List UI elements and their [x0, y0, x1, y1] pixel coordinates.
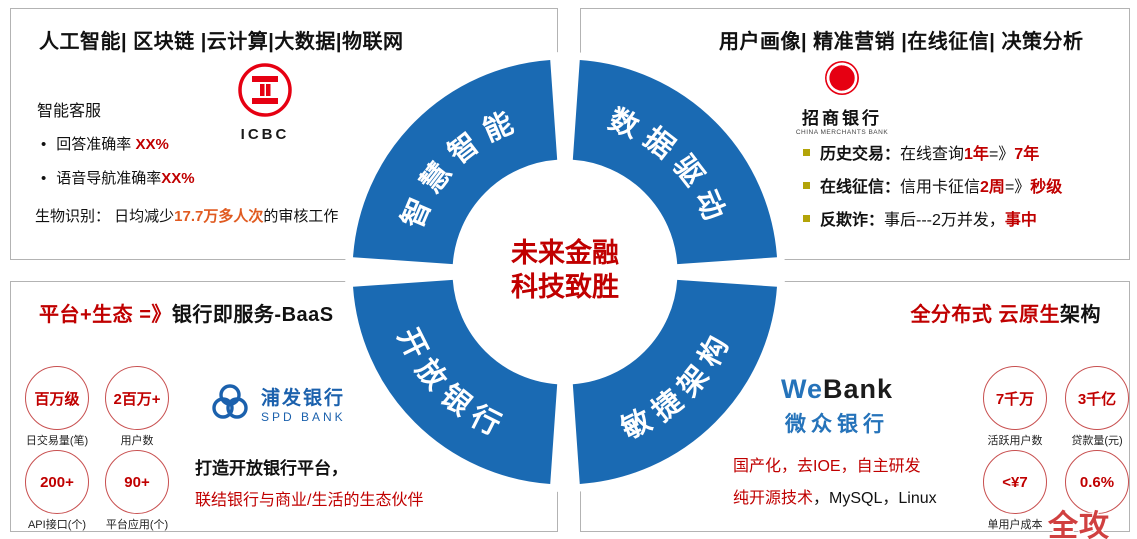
- ai-bullet-accuracy-text: 回答准确率: [56, 136, 136, 153]
- bullet-dot-icon: •: [41, 136, 47, 153]
- biometric-highlight: 17.7万多人次: [174, 208, 264, 225]
- smart-service-label: 智能客服: [37, 103, 102, 120]
- data-bullet-credit-label: 在线征信：: [820, 179, 901, 196]
- webank-logo-we: We: [781, 374, 824, 404]
- data-bullet-history-to: 7年: [1014, 146, 1040, 163]
- data-bullet-credit-text: 信用卡征信: [900, 179, 981, 196]
- stat-circle-loans: 3千亿: [1065, 366, 1129, 430]
- stat-label-active-users: 活跃用户数: [987, 435, 1043, 447]
- open-banking-title-red: 平台+生态 =》: [39, 304, 172, 326]
- ring-center-title: 未来金融 科技致胜: [465, 237, 665, 305]
- data-bullet-antifraud: 反欺诈： 事后---2万并发， 事中: [803, 206, 1037, 230]
- spd-logo: 浦发银行 SPD BANK: [207, 380, 346, 426]
- ai-bullet-accuracy-value: XX%: [135, 136, 169, 153]
- architecture-line1: 国产化，去IOE，自主研发: [733, 458, 921, 475]
- cmb-logo-icon: [825, 61, 859, 95]
- panel-data: 用户画像| 精准营销 |在线征信| 决策分析 招商银行 CHINA MERCHA…: [580, 8, 1130, 260]
- spd-logo-text-cn: 浦发银行: [261, 387, 346, 409]
- ai-bullet-accuracy: • 回答准确率 XX%: [41, 133, 169, 154]
- biometric-suffix: 的审核工作: [263, 208, 339, 225]
- data-bullet-antifraud-label: 反欺诈：: [820, 212, 885, 229]
- panel-ai: 人工智能| 区块链 |云计算|大数据|物联网 ICBC 智能客服 • 回答准确率 …: [10, 8, 558, 260]
- cmb-logo-text-cn: 招商银行: [802, 109, 882, 128]
- data-bullet-antifraud-text: 事后---2万并发，: [884, 212, 1005, 229]
- bullet-dot-icon: •: [41, 170, 47, 187]
- data-bullet-antifraud-highlight: 事中: [1004, 212, 1037, 229]
- panel-architecture-title: 全分布式 云原生架构: [910, 298, 1101, 327]
- panel-data-title: 用户画像| 精准营销 |在线征信| 决策分析: [719, 31, 1084, 53]
- icbc-logo-icon: [238, 63, 292, 117]
- stat-label-api: API接口(个): [27, 519, 87, 531]
- spd-logo-icon: [212, 384, 248, 419]
- ai-bullet-voice-nav: • 语音导航准确率XX%: [41, 167, 195, 188]
- stat-circle-api: 200+: [25, 450, 89, 514]
- architecture-line2-red: 纯开源技术: [733, 490, 814, 507]
- data-bullet-history: 历史交易： 在线查询 1年 =》 7年: [803, 140, 1039, 164]
- stat-label-loans: 贷款量(元): [1071, 435, 1123, 447]
- panel-open-banking: 平台+生态 =》银行即服务-BaaS 百万级 2百万+ 日交易量(笔) 用户数 …: [10, 281, 558, 532]
- stat-label-users: 用户数: [120, 435, 154, 447]
- spd-logo-text: 浦发银行 SPD BANK: [261, 383, 346, 424]
- panel-open-banking-title: 平台+生态 =》银行即服务-BaaS: [39, 298, 334, 327]
- data-bullet-credit-arrow: =》: [1004, 179, 1031, 196]
- stat-circle-rate: 0.6%: [1065, 450, 1129, 514]
- data-bullet-credit: 在线征信： 信用卡征信 2周 =》 秒级: [803, 173, 1062, 197]
- olive-bullet-icon: [803, 181, 810, 189]
- data-bullet-history-text: 在线查询: [900, 146, 965, 163]
- webank-logo-wordmark: WeBank: [781, 374, 893, 405]
- watermark-text: 全攻略: [1048, 510, 1110, 539]
- panel-architecture: 全分布式 云原生架构 WeBank 微众银行 7千万 3千亿 活跃用户数 贷款量…: [580, 281, 1130, 532]
- architecture-line2-black: ，MySQL，Linux: [813, 490, 937, 507]
- data-bullet-history-arrow: =》: [988, 146, 1015, 163]
- spd-logo-text-en: SPD BANK: [261, 409, 346, 424]
- webank-logo-bank: Bank: [823, 374, 894, 404]
- open-banking-line1: 打造开放银行平台，: [195, 459, 348, 478]
- stat-circle-cost-per-user: <¥7: [983, 450, 1047, 514]
- open-banking-title-black: 银行即服务-BaaS: [171, 304, 334, 326]
- icbc-logo-text: ICBC: [240, 126, 290, 143]
- data-bullet-credit-to: 秒级: [1030, 179, 1063, 196]
- olive-bullet-icon: [803, 214, 810, 222]
- icbc-logo: ICBC: [225, 61, 305, 143]
- ai-bullet-voice-nav-value: XX%: [161, 170, 195, 187]
- ai-bullet-voice-nav-text: 语音导航准确率: [56, 170, 162, 187]
- open-banking-line2: 联结银行与商业/生活的生态伙伴: [195, 492, 424, 509]
- stat-circle-users: 2百万+: [105, 366, 169, 430]
- biometric-prefix: 生物识别： 日均减少: [35, 208, 175, 225]
- stat-label-cost-per-user: 单用户成本: [987, 519, 1043, 531]
- panel-ai-title: 人工智能| 区块链 |云计算|大数据|物联网: [39, 31, 404, 53]
- architecture-line2: 纯开源技术，MySQL，Linux: [733, 484, 937, 508]
- data-bullet-credit-from: 2周: [980, 179, 1005, 196]
- stat-circle-active-users: 7千万: [983, 366, 1047, 430]
- cmb-logo-text-en: CHINA MERCHANTS BANK: [795, 129, 889, 136]
- webank-logo-text-cn: 微众银行: [785, 413, 890, 436]
- webank-logo: WeBank 微众银行: [781, 374, 893, 438]
- biometric-line: 生物识别： 日均减少17.7万多人次的审核工作: [35, 205, 338, 226]
- stat-label-daily-volume: 日交易量(笔): [25, 435, 89, 447]
- stat-circle-daily-volume: 百万级: [25, 366, 89, 430]
- architecture-title-red: 全分布式 云原生: [910, 304, 1060, 326]
- stat-circle-apps: 90+: [105, 450, 169, 514]
- stat-label-apps: 平台应用(个): [105, 519, 169, 531]
- architecture-title-black: 架构: [1060, 304, 1101, 326]
- cmb-logo: 招商银行 CHINA MERCHANTS BANK: [777, 59, 907, 136]
- ring-center-title-line2: 科技致胜: [511, 271, 619, 302]
- ring-center-title-line1: 未来金融: [511, 238, 619, 268]
- olive-bullet-icon: [803, 148, 810, 156]
- data-bullet-history-label: 历史交易：: [820, 146, 901, 163]
- data-bullet-history-from: 1年: [964, 146, 989, 163]
